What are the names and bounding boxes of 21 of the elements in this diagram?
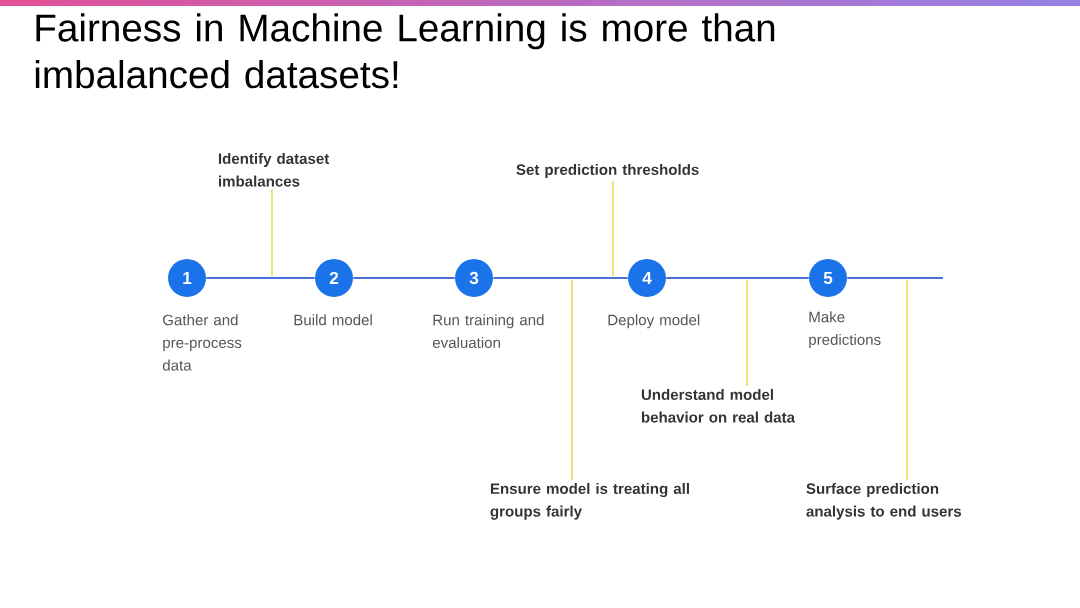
leader-line	[746, 279, 748, 387]
title: Fairness in Machine Learning is more than imbalanced datasets!	[35, 13, 775, 89]
timeline-line	[493, 276, 628, 280]
timeline-line	[353, 276, 455, 280]
step-label: Gather and pre-process data	[162, 314, 242, 371]
step-label: Make predictions	[809, 311, 881, 348]
leader-line	[612, 180, 614, 277]
callout-text: Set prediction thresholds	[516, 163, 699, 178]
step-label: Run training and evaluation	[432, 314, 544, 348]
timeline-line	[206, 276, 315, 280]
callout-text: Surface prediction analysis to end users	[806, 482, 962, 520]
leader-line	[906, 279, 908, 481]
leader-line	[271, 188, 273, 277]
timeline-line	[847, 276, 943, 280]
timeline-line	[666, 276, 809, 280]
callout-text: Identify dataset imbalances	[218, 152, 330, 187]
callout-text: Understand model behavior on real data	[641, 388, 796, 423]
step-label: Build model	[294, 314, 372, 326]
step-label: Deploy model	[608, 314, 700, 329]
leader-line	[571, 279, 573, 481]
callout-text: Ensure model is treating all groups fairly	[490, 482, 689, 520]
